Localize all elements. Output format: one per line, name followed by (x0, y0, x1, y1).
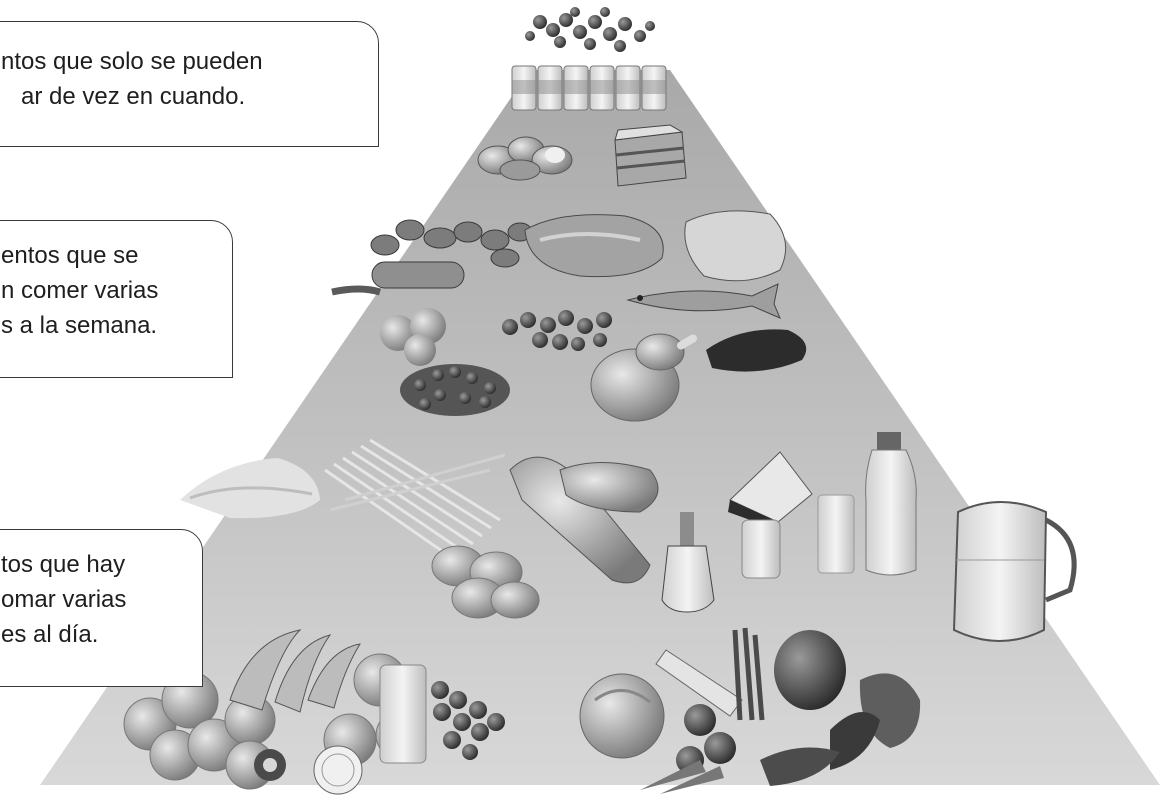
glass-of-milk (817, 494, 855, 574)
pyramid-shape (40, 70, 1160, 785)
fruits (123, 629, 505, 795)
cucumber (760, 712, 880, 786)
legumes (400, 364, 510, 416)
nuts (502, 310, 612, 351)
callout-line: es al día. (1, 621, 99, 648)
cake (614, 124, 687, 187)
spaghetti (324, 438, 506, 562)
oil (661, 512, 715, 613)
leek (655, 649, 743, 717)
callout-daily-foods: tos que hay omar varias es al día. (0, 529, 203, 687)
yogurt (741, 519, 781, 579)
asparagus (732, 627, 765, 721)
water-jug (952, 501, 1077, 642)
vegetables (579, 627, 921, 794)
fish (626, 283, 781, 319)
callout-line: n comer varias (1, 277, 159, 304)
tomatoes (676, 704, 736, 774)
cabbage (579, 673, 665, 759)
kiwi (254, 749, 286, 781)
callout-line: ar de vez en cuando. (21, 83, 246, 110)
carrots (640, 760, 724, 794)
pastries (477, 136, 573, 181)
milk-bottle (865, 432, 917, 576)
callout-line: tos que hay (1, 551, 126, 578)
cans (511, 65, 667, 111)
callout-weekly-foods: entos que se n comer varias s a la seman… (0, 220, 233, 378)
callout-line: s a la semana. (1, 312, 158, 339)
eggplant (774, 630, 846, 710)
orange (313, 745, 363, 795)
rice (180, 458, 320, 519)
bananas (229, 629, 362, 713)
callout-line: ntos que solo se pueden (1, 48, 263, 75)
bread (509, 456, 659, 584)
meat (684, 210, 787, 282)
callout-line: omar varias (1, 586, 127, 613)
potatoes (431, 545, 540, 619)
ham (524, 214, 664, 278)
liver (706, 329, 807, 372)
callout-line: entos que se (1, 242, 139, 269)
grape-bunch (431, 681, 505, 760)
eggs (380, 308, 446, 366)
grapes-top (525, 7, 655, 52)
juice (379, 664, 427, 764)
chicken (590, 333, 698, 422)
callout-occasional-foods: ntos que solo se pueden ar de vez en cua… (0, 21, 379, 147)
